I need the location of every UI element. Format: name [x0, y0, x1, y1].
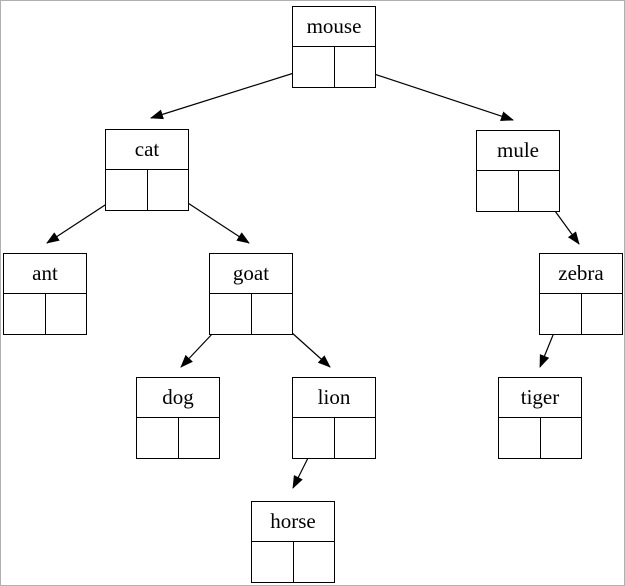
right-pointer-cell	[46, 294, 87, 334]
tree-node-lion: lion	[292, 377, 376, 459]
right-pointer-cell	[148, 170, 189, 210]
node-label: zebra	[558, 261, 604, 285]
tree-node-tiger: tiger	[498, 377, 582, 459]
tree-node-cat: cat	[105, 129, 189, 211]
edge-mouse-mule	[352, 66, 514, 121]
node-pointer-cells	[137, 417, 219, 458]
left-pointer-cell	[540, 294, 582, 334]
node-pointer-cells	[106, 169, 188, 210]
tree-node-horse: horse	[251, 501, 335, 583]
node-label: horse	[270, 509, 316, 533]
right-pointer-cell	[294, 542, 335, 582]
edge-mouse-cat	[150, 66, 314, 120]
node-pointer-cells	[477, 170, 559, 211]
node-label: mouse	[306, 14, 362, 38]
node-pointer-cells	[210, 293, 292, 334]
left-pointer-cell	[477, 171, 519, 211]
node-pointer-cells	[293, 46, 375, 87]
left-pointer-cell	[499, 418, 541, 458]
node-label: lion	[317, 385, 351, 409]
right-pointer-cell	[541, 418, 582, 458]
tree-node-mule: mule	[476, 130, 560, 212]
tree-node-goat: goat	[209, 253, 293, 335]
left-pointer-cell	[293, 47, 335, 87]
tree-node-dog: dog	[136, 377, 220, 459]
left-pointer-cell	[137, 418, 179, 458]
right-pointer-cell	[179, 418, 220, 458]
left-pointer-cell	[293, 418, 335, 458]
right-pointer-cell	[252, 294, 293, 334]
left-pointer-cell	[252, 542, 294, 582]
right-pointer-cell	[335, 47, 376, 87]
node-label: dog	[162, 385, 194, 409]
tree-node-zebra: zebra	[539, 253, 623, 335]
node-pointer-cells	[540, 293, 622, 334]
node-label: mule	[497, 138, 539, 162]
left-pointer-cell	[210, 294, 252, 334]
node-pointer-cells	[293, 417, 375, 458]
tree-node-ant: ant	[3, 253, 87, 335]
right-pointer-cell	[582, 294, 623, 334]
left-pointer-cell	[4, 294, 46, 334]
node-label: ant	[32, 261, 58, 285]
right-pointer-cell	[519, 171, 560, 211]
right-pointer-cell	[335, 418, 376, 458]
node-pointer-cells	[252, 541, 334, 582]
tree-node-mouse: mouse	[292, 6, 376, 88]
node-pointer-cells	[499, 417, 581, 458]
node-label: goat	[232, 261, 270, 285]
left-pointer-cell	[106, 170, 148, 210]
node-label: tiger	[520, 385, 560, 409]
node-label: cat	[134, 137, 160, 161]
node-pointer-cells	[4, 293, 86, 334]
